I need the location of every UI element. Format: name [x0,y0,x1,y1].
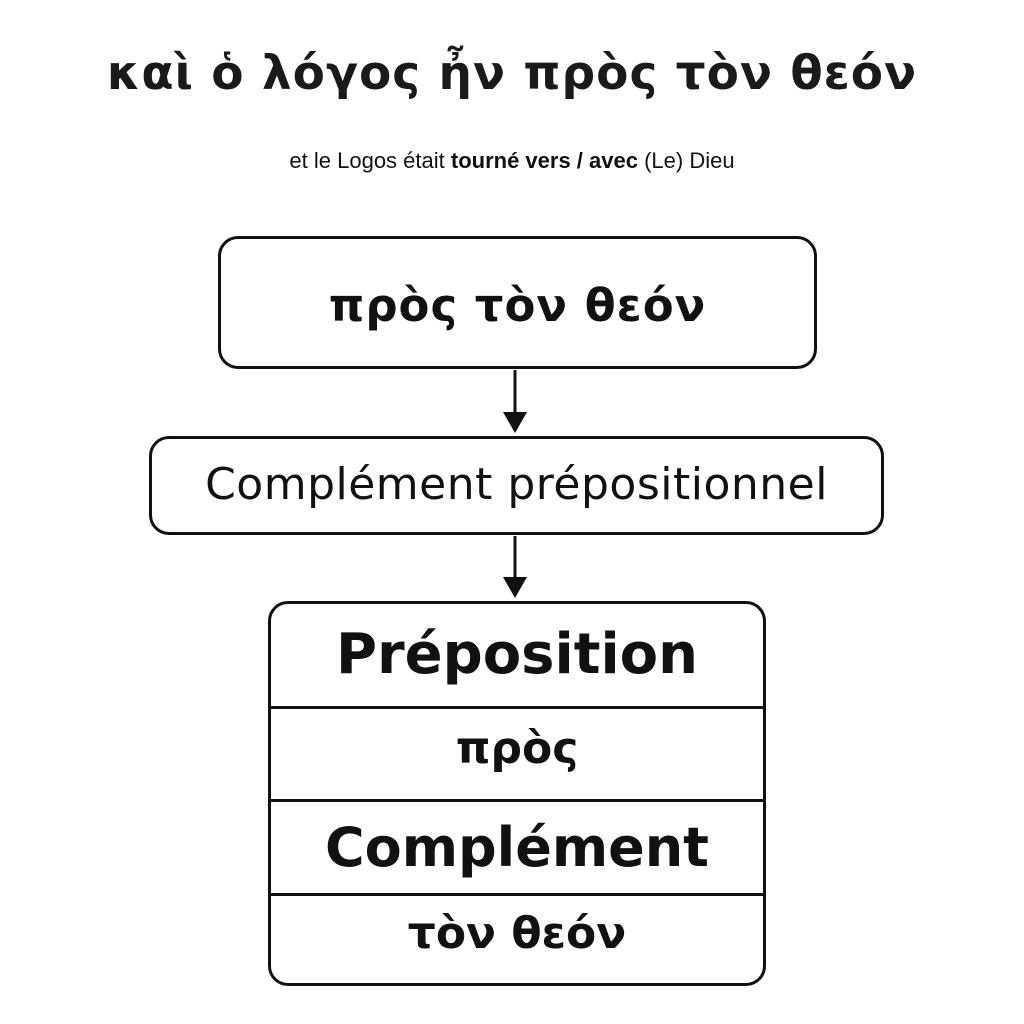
structure-table: Préposition πρὸς Complément τὸν θεόν [268,601,766,986]
greek-sentence-title: καὶ ὁ λόγος ἦν πρὸς τὸν θεόν [106,46,918,101]
complement-header: Complément [271,802,763,896]
phrase-node: πρὸς τὸν θεόν [218,236,817,369]
category-node-label: Complément prépositionnel [205,459,828,510]
translation-part-2: (Le) Dieu [637,148,735,173]
phrase-node-label: πρὸς τὸν θεόν [328,279,707,332]
translation-emphasis: tourné vers / avec [450,148,638,173]
arrow-category-to-table [503,536,527,598]
category-node: Complément prépositionnel [149,436,884,535]
preposition-value: πρὸς [271,709,763,802]
preposition-header: Préposition [271,604,763,709]
french-translation: et le Logos était tourné vers / avec (Le… [0,148,1024,174]
complement-value: τὸν θεόν [407,908,627,959]
arrow-phrase-to-category [503,370,527,433]
translation-part-1: et le Logos était [289,148,451,173]
